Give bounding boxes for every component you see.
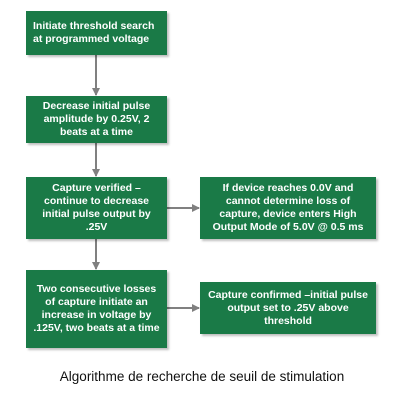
capture-confirmed-box: Capture confirmed –initial pulse output …: [200, 282, 376, 334]
diagram-caption: Algorithme de recherche de seuil de stim…: [59, 369, 345, 384]
capture-verified-text: Capture verified – continue to decrease …: [42, 182, 151, 233]
high-output-mode-box: If device reaches 0.0V and cannot determ…: [200, 177, 376, 239]
capture-verified-box: Capture verified – continue to decrease …: [26, 177, 167, 239]
initiate-search-box: Initiate threshold search at programmed …: [26, 11, 167, 55]
high-output-mode-text: If device reaches 0.0V and cannot determ…: [212, 182, 364, 233]
two-losses-box: Two consecutive losses of capture initia…: [26, 270, 167, 348]
decrease-amplitude-text: Decrease initial pulse amplitude by 0.25…: [42, 100, 151, 138]
two-losses-text: Two consecutive losses of capture initia…: [33, 283, 160, 334]
decrease-amplitude-box: Decrease initial pulse amplitude by 0.25…: [26, 96, 167, 143]
capture-confirmed-text: Capture confirmed –initial pulse output …: [208, 288, 368, 327]
initiate-search-text: Initiate threshold search at programmed …: [33, 20, 155, 45]
